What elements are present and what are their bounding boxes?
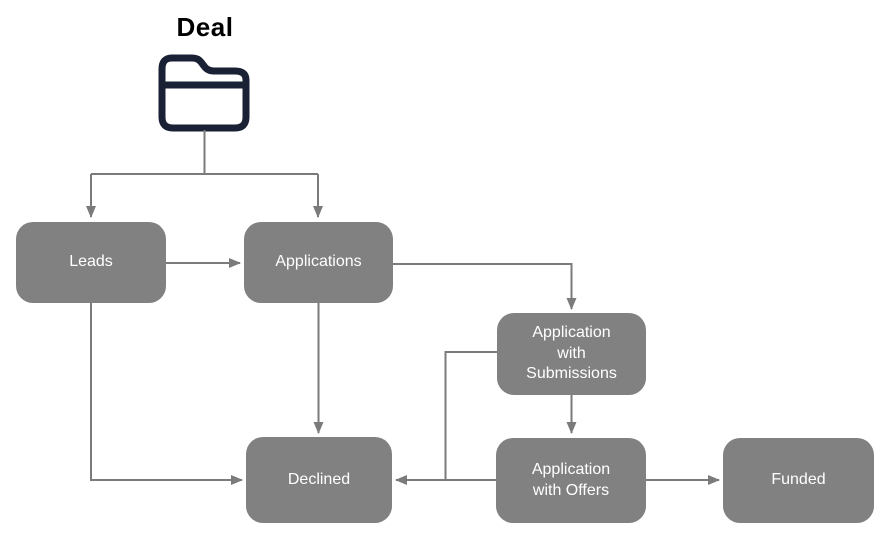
diagram-title: Deal [176, 12, 234, 42]
node-label: Application with Offers [531, 460, 611, 499]
edge-applications-to-submissions [393, 263, 577, 310]
folder-icon [158, 54, 250, 132]
edge-submissions-to-declined [444, 351, 497, 481]
node-applications[interactable]: Applications [244, 222, 393, 303]
node-funded[interactable]: Funded [723, 438, 874, 523]
node-leads[interactable]: Leads [16, 222, 166, 303]
node-label: Applications [275, 253, 362, 271]
node-application-with-submissions[interactable]: Application with Submissions [497, 313, 646, 395]
node-label: Funded [771, 471, 826, 489]
node-declined[interactable]: Declined [246, 437, 392, 523]
node-label: Leads [69, 253, 113, 271]
node-application-with-offers[interactable]: Application with Offers [496, 438, 646, 523]
edge-leads-to-declined [90, 303, 243, 485]
node-label: Application with Submissions [526, 323, 617, 383]
node-label: Declined [287, 470, 351, 488]
